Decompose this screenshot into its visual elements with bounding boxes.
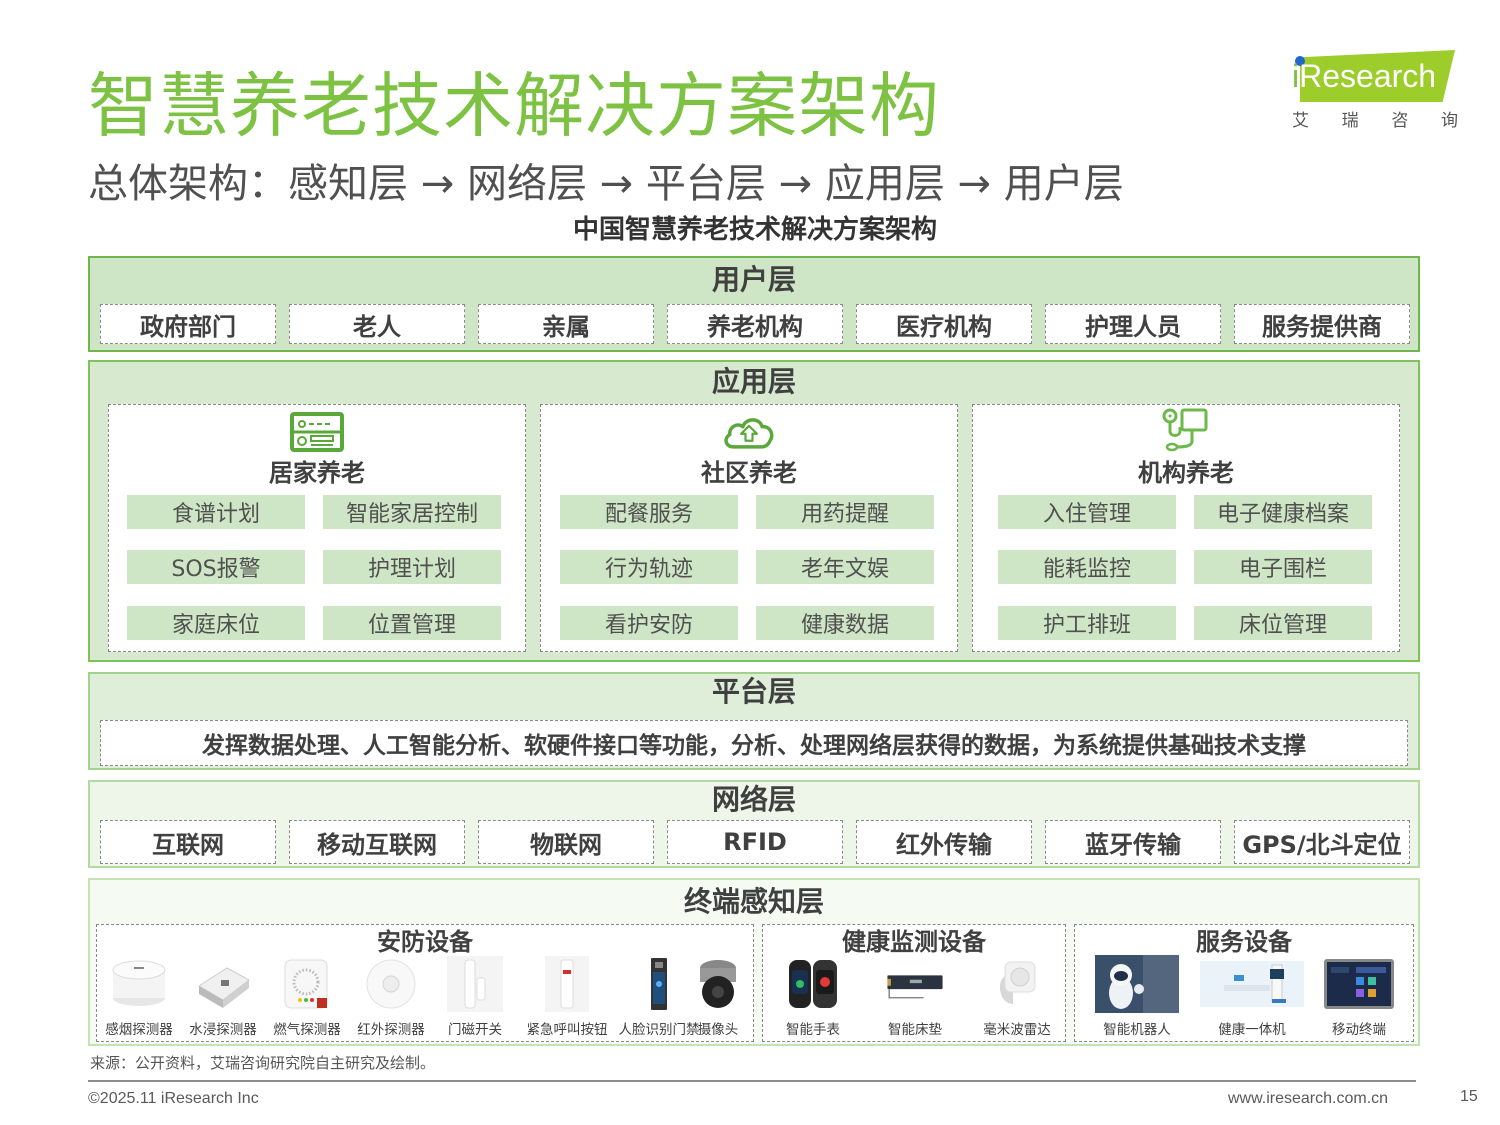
iresearch-logo: iResearch 艾 瑞 咨 询 bbox=[1288, 48, 1458, 133]
app-group-title: 社区养老 bbox=[701, 459, 797, 487]
user-item: 护理人员 bbox=[1045, 304, 1221, 344]
network-layer-title: 网络层 bbox=[711, 783, 796, 816]
app-item: 配餐服务 bbox=[560, 495, 738, 529]
app-item: 看护安防 bbox=[560, 606, 738, 640]
device-water-detector: 水浸探测器 bbox=[185, 955, 261, 1039]
website-link[interactable]: www.iresearch.com.cn bbox=[1228, 1090, 1389, 1107]
device-smart-robot: 智能机器人 bbox=[1089, 955, 1185, 1039]
app-item: 能耗监控 bbox=[998, 550, 1176, 584]
device-group-title: 健康监测设备 bbox=[842, 928, 986, 956]
user-layer-title: 用户层 bbox=[711, 263, 796, 296]
network-item: 移动互联网 bbox=[289, 820, 465, 864]
device-emergency-button: 紧急呼叫按钮 bbox=[521, 955, 613, 1039]
app-item: 电子健康档案 bbox=[1194, 495, 1372, 529]
app-group-institutional-care: 机构养老 入住管理 电子健康档案 能耗监控 电子围栏 护工排班 床位管理 bbox=[972, 404, 1400, 652]
footer-divider bbox=[88, 1080, 1416, 1082]
user-item: 医疗机构 bbox=[856, 304, 1032, 344]
device-health-kiosk: 健康一体机 bbox=[1199, 955, 1305, 1039]
application-layer-title: 应用层 bbox=[711, 365, 796, 398]
device-face-access: 人脸识别门禁 bbox=[613, 955, 705, 1039]
page-title: 智慧养老技术解决方案架构 bbox=[88, 65, 940, 147]
device-group-title: 服务设备 bbox=[1196, 928, 1292, 956]
smart-mattress-icon bbox=[887, 975, 943, 999]
app-item: 电子围栏 bbox=[1194, 550, 1372, 584]
user-item: 老人 bbox=[289, 304, 465, 344]
page-subtitle: 总体架构：感知层 → 网络层 → 平台层 → 应用层 → 用户层 bbox=[88, 161, 1124, 207]
app-item: 床位管理 bbox=[1194, 606, 1372, 640]
app-group-title: 居家养老 bbox=[269, 459, 365, 487]
app-item: 食谱计划 bbox=[127, 495, 305, 529]
copyright: ©2025.11 iResearch Inc bbox=[88, 1090, 259, 1107]
network-layer: 网络层 互联网 移动互联网 物联网 RFID 红外传输 蓝牙传输 GPS/北斗定… bbox=[88, 780, 1420, 868]
logo-brand: iResearch bbox=[1292, 58, 1437, 94]
device-door-sensor: 门磁开关 bbox=[437, 955, 513, 1039]
water-detector-icon bbox=[198, 967, 250, 1008]
network-item: 互联网 bbox=[100, 820, 276, 864]
app-item: 智能家居控制 bbox=[323, 495, 501, 529]
device-mmwave-radar: 毫米波雷达 bbox=[977, 955, 1057, 1039]
device-smoke-detector: 感烟探测器 bbox=[101, 955, 177, 1039]
page-number: 15 bbox=[1460, 1088, 1478, 1105]
app-item: 位置管理 bbox=[323, 606, 501, 640]
network-item: 物联网 bbox=[478, 820, 654, 864]
camera-icon bbox=[700, 960, 736, 1008]
cloud-upload-icon bbox=[724, 418, 774, 449]
app-item: 入住管理 bbox=[998, 495, 1176, 529]
device-infrared-detector: 红外探测器 bbox=[353, 955, 429, 1039]
user-item: 服务提供商 bbox=[1234, 304, 1410, 344]
platform-description: 发挥数据处理、人工智能分析、软硬件接口等功能，分析、处理网络层获得的数据，为系统… bbox=[100, 720, 1408, 766]
app-item: 健康数据 bbox=[756, 606, 934, 640]
device-group-service: 服务设备 智能机器人 健康一体机 移动终端 bbox=[1074, 924, 1414, 1042]
app-group-home-care: 居家养老 食谱计划 智能家居控制 SOS报警 护理计划 家庭床位 位置管理 bbox=[108, 404, 526, 652]
device-gas-detector: 燃气探测器 bbox=[269, 955, 345, 1039]
application-layer: 应用层 居家养老 食谱计划 智能家居控制 SOS报警 护理计划 家庭床位 位置管… bbox=[88, 360, 1420, 662]
device-group-health: 健康监测设备 智能手表 智能床垫 毫米波雷达 bbox=[762, 924, 1066, 1042]
device-group-title: 安防设备 bbox=[377, 928, 473, 956]
network-item: GPS/北斗定位 bbox=[1234, 820, 1410, 864]
device-camera: 摄像头 bbox=[681, 955, 755, 1039]
robot-icon bbox=[1095, 955, 1179, 1013]
tablet-icon bbox=[1324, 959, 1394, 1009]
control-panel-icon bbox=[290, 412, 344, 452]
app-item: 护工排班 bbox=[998, 606, 1176, 640]
network-item: RFID bbox=[667, 820, 843, 864]
logo-dot bbox=[1295, 56, 1305, 66]
health-kiosk-icon bbox=[1200, 961, 1304, 1007]
app-item: 护理计划 bbox=[323, 550, 501, 584]
platform-layer: 平台层 发挥数据处理、人工智能分析、软硬件接口等功能，分析、处理网络层获得的数据… bbox=[88, 672, 1420, 770]
app-item: 用药提醒 bbox=[756, 495, 934, 529]
logo-cn-text: 艾 瑞 咨 询 bbox=[1292, 111, 1458, 131]
radar-icon bbox=[999, 961, 1036, 1004]
terminal-layer: 终端感知层 安防设备 感烟探测器 水浸探测器 燃气探测器 红外探测器 门磁开关 … bbox=[88, 878, 1420, 1046]
app-item: SOS报警 bbox=[127, 550, 305, 584]
user-layer: 用户层 政府部门 老人 亲属 养老机构 医疗机构 护理人员 服务提供商 bbox=[88, 256, 1420, 352]
face-recognition-icon bbox=[651, 958, 667, 1010]
infrared-detector-icon bbox=[366, 959, 416, 1009]
user-item: 亲属 bbox=[478, 304, 654, 344]
user-item: 政府部门 bbox=[100, 304, 276, 344]
network-item: 红外传输 bbox=[856, 820, 1032, 864]
app-item: 行为轨迹 bbox=[560, 550, 738, 584]
logo-badge bbox=[1300, 50, 1455, 102]
app-group-community-care: 社区养老 配餐服务 用药提醒 行为轨迹 老年文娱 看护安防 健康数据 bbox=[540, 404, 958, 652]
gas-detector-icon bbox=[284, 959, 328, 1009]
source-note: 来源：公开资料，艾瑞咨询研究院自主研究及绘制。 bbox=[90, 1054, 436, 1072]
app-item: 老年文娱 bbox=[756, 550, 934, 584]
device-smartwatch: 智能手表 bbox=[775, 955, 851, 1039]
app-group-title: 机构养老 bbox=[1138, 459, 1234, 487]
network-item: 蓝牙传输 bbox=[1045, 820, 1221, 864]
emergency-button-icon bbox=[545, 956, 589, 1012]
device-smart-mattress: 智能床垫 bbox=[877, 955, 953, 1039]
user-item: 养老机构 bbox=[667, 304, 843, 344]
diagram-title: 中国智慧养老技术解决方案架构 bbox=[572, 215, 937, 245]
smoke-detector-icon bbox=[112, 960, 166, 1006]
device-mobile-terminal: 移动终端 bbox=[1315, 955, 1403, 1039]
smartwatch-icon bbox=[789, 960, 837, 1008]
stethoscope-icon bbox=[1162, 408, 1208, 452]
door-sensor-icon bbox=[447, 956, 503, 1012]
platform-layer-title: 平台层 bbox=[711, 675, 796, 708]
device-group-security: 安防设备 感烟探测器 水浸探测器 燃气探测器 红外探测器 门磁开关 紧急呼叫按钮… bbox=[96, 924, 754, 1042]
app-item: 家庭床位 bbox=[127, 606, 305, 640]
terminal-layer-title: 终端感知层 bbox=[683, 885, 824, 918]
